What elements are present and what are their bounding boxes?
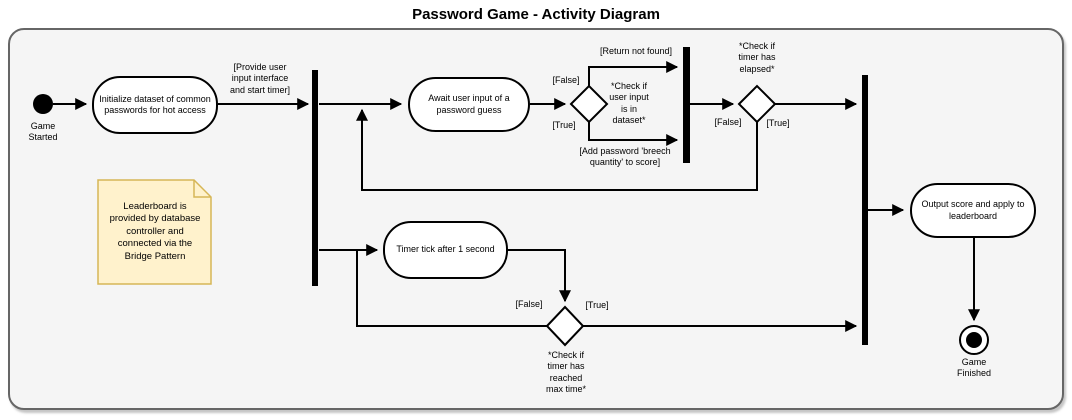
- decision-note-timer-max: *Check if timer has reached max time*: [545, 350, 586, 394]
- action-initialize-dataset: Initialize dataset of common passwords f…: [92, 76, 218, 134]
- guard-true-max-time: [True]: [585, 300, 609, 310]
- start-node-label: Game Started: [28, 121, 58, 143]
- edge-decision-true-add-score: [588, 122, 679, 146]
- fork-bar: [312, 70, 318, 286]
- decision-note-timer-elapsed: *Check if timer has elapsed*: [738, 41, 776, 74]
- decision-timer-max: [545, 305, 585, 347]
- edge-label-return-not-found: [Return not found]: [599, 46, 673, 56]
- action-timer-tick: Timer tick after 1 second: [383, 221, 508, 279]
- edge-timer-to-decision-max: [508, 249, 571, 303]
- guard-true-elapsed: [True]: [766, 118, 790, 128]
- guard-false-max-time: [False]: [515, 299, 543, 309]
- note-shape: [97, 179, 212, 285]
- decision-note-input-in-dataset: *Check if user input is in dataset*: [609, 81, 649, 125]
- edge-label-add-password-score: [Add password 'breech quantity' to score…: [579, 146, 671, 168]
- note-text: Leaderboard is provided by database cont…: [109, 201, 201, 262]
- action-await-input: Await user input of a password guess: [408, 77, 530, 132]
- edge-max-false-loopback: [356, 250, 547, 327]
- action-output-score: Output score and apply to leaderboard: [910, 183, 1036, 238]
- note-fold-icon: [193, 180, 211, 198]
- guard-true-dataset: [True]: [552, 120, 576, 130]
- edge-decision-false-return-not-found: [588, 61, 679, 86]
- final-node-label: Game Finished: [956, 357, 992, 379]
- guard-false-dataset: [False]: [552, 75, 580, 85]
- guard-false-elapsed: [False]: [714, 117, 742, 127]
- diagram-title: Password Game - Activity Diagram: [412, 6, 660, 23]
- join-bar-input-branch: [683, 47, 690, 163]
- edge-label-provide-user-input: [Provide user input interface and start …: [229, 62, 291, 95]
- decision-input-in-dataset: [569, 84, 609, 124]
- decision-timer-elapsed: [737, 84, 777, 124]
- final-node-core: [966, 332, 982, 348]
- edge-elapsed-false-loopback: [356, 108, 758, 191]
- initial-node: [33, 94, 53, 114]
- join-bar-final: [862, 75, 868, 345]
